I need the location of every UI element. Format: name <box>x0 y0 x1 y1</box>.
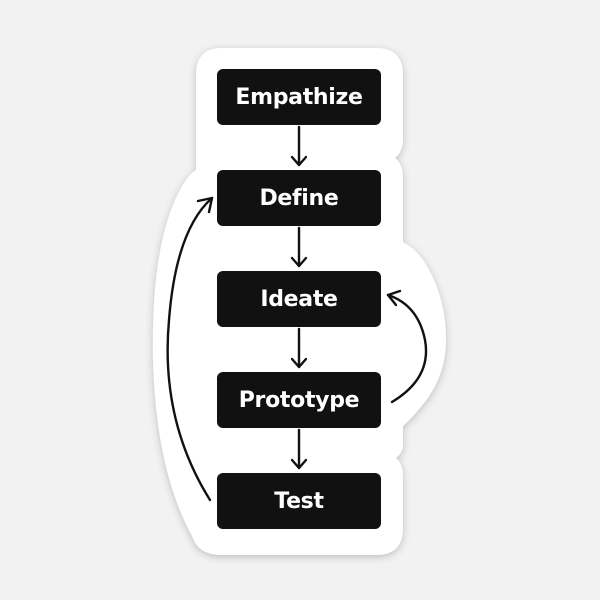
step-prototype-label: Prototype <box>238 387 360 413</box>
step-prototype: Prototype <box>217 372 381 428</box>
arrow-prototype-ideate-loop <box>386 289 428 404</box>
step-define: Define <box>217 170 381 226</box>
step-test-label: Test <box>274 488 324 514</box>
arrow-empathize-define <box>290 125 308 167</box>
arrow-prototype-test <box>290 428 308 470</box>
step-test: Test <box>217 473 381 529</box>
arrow-test-define-loop <box>166 196 214 502</box>
step-empathize-label: Empathize <box>235 84 363 110</box>
arrow-ideate-prototype <box>290 327 308 369</box>
step-define-label: Define <box>259 185 339 211</box>
arrow-define-ideate <box>290 226 308 268</box>
step-empathize: Empathize <box>217 69 381 125</box>
step-ideate: Ideate <box>217 271 381 327</box>
step-ideate-label: Ideate <box>260 286 338 312</box>
